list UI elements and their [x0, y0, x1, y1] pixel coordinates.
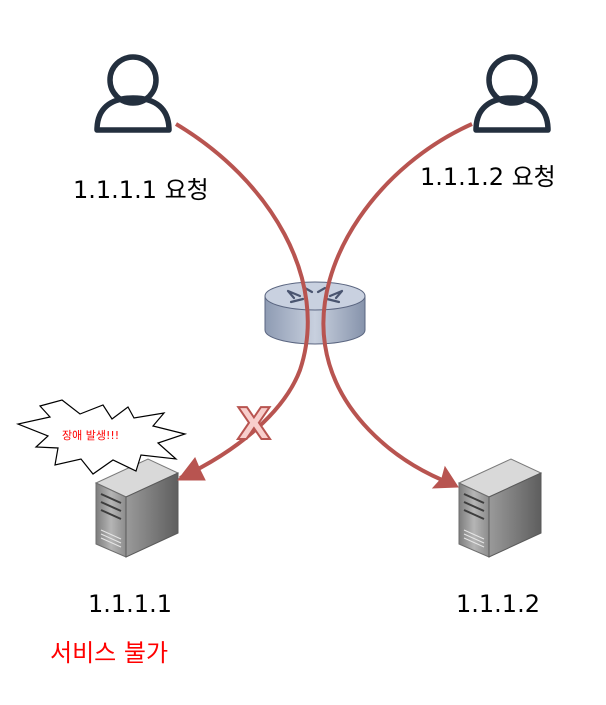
alert-burst-shape	[15, 399, 188, 475]
server-icon-right	[457, 458, 543, 558]
client-right-label: 1.1.1.2 요청	[420, 163, 556, 191]
user-icon-right	[473, 54, 551, 133]
server-left-label: 1.1.1.1	[88, 590, 172, 618]
blocked-x-mark: X	[237, 399, 271, 450]
arrow-left-head	[176, 457, 206, 481]
user-icon-left	[94, 54, 172, 133]
arrow-right-path	[321, 122, 473, 486]
server-left-status: 서비스 불가	[50, 639, 169, 667]
arrow-left-path	[174, 122, 310, 480]
burst-label: 장애 발생!!!	[62, 429, 120, 442]
arrow-right-head	[431, 465, 459, 489]
router-icon	[264, 281, 366, 345]
client-left-label: 1.1.1.1 요청	[73, 176, 209, 204]
server-icon-left	[94, 458, 180, 558]
server-right-label: 1.1.1.2	[456, 590, 540, 618]
